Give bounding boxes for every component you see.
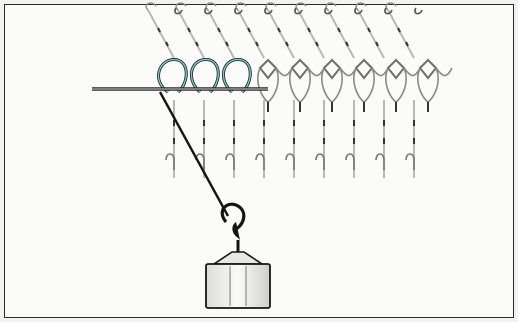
knitting-needle [296, 3, 324, 178]
yarn-coil [159, 60, 251, 92]
hanging-weight-icon [206, 252, 270, 308]
yarn-loop [322, 60, 356, 112]
knitting-needle [266, 3, 294, 178]
yarn-loop [418, 60, 452, 112]
needle-tip [415, 8, 422, 14]
yarn-loop [258, 60, 292, 112]
knitting-needle [356, 3, 384, 178]
yarn-loop [354, 60, 388, 112]
knitting-needle [386, 3, 414, 178]
